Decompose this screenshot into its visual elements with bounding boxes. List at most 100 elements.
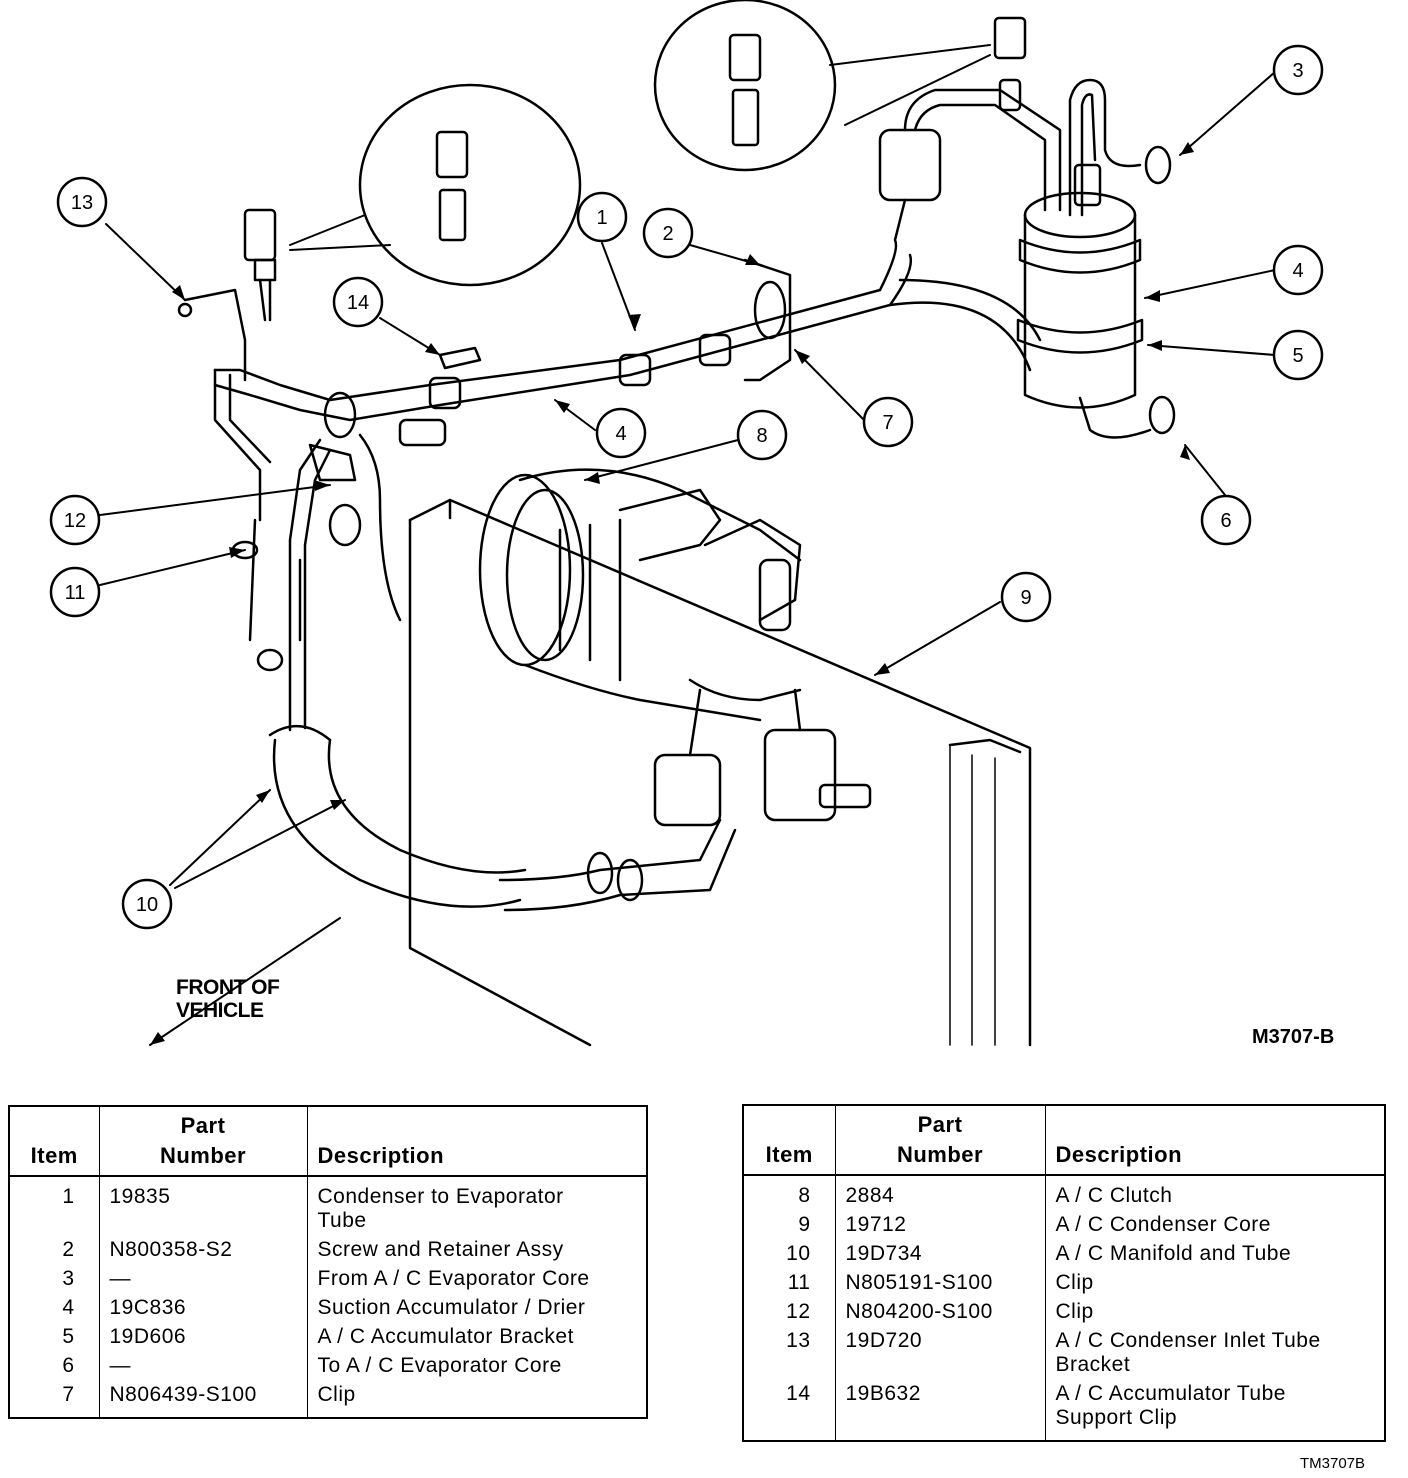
table-row: 10 19D734 A / C Manifold and Tube (743, 1240, 1385, 1269)
item-cell: 10 (743, 1240, 836, 1269)
svg-text:1: 1 (596, 207, 607, 229)
description-line-1: Condenser to Evaporator (317, 1185, 564, 1208)
svg-text:8: 8 (756, 425, 767, 447)
table-row: 3 — From A / C Evaporator Core (9, 1265, 647, 1294)
svg-text:14: 14 (347, 292, 369, 314)
description-line-2: Support Clip (1055, 1406, 1178, 1429)
part-number-cell: 19D606 (99, 1323, 308, 1352)
table-row: 2 N800358-S2 Screw and Retainer Assy (9, 1236, 647, 1265)
callouts: 1 2 3 4 5 4 6 7 8 9 10 11 12 13 14 (49, 44, 1324, 930)
callout-10: 10 (121, 878, 173, 930)
description-cell: To A / C Evaporator Core (317, 1354, 562, 1377)
front-label-line-1: FRONT OF (176, 976, 280, 999)
item-cell: 5 (9, 1323, 100, 1352)
item-cell: 13 (743, 1327, 836, 1380)
callout-2: 2 (642, 207, 694, 259)
callout-13: 13 (56, 176, 108, 228)
front-of-vehicle-label: FRONT OF VEHICLE (176, 976, 280, 1022)
tube-fittings (177, 258, 792, 622)
callout-7: 7 (862, 396, 914, 448)
svg-text:2: 2 (662, 223, 673, 245)
part-number-cell: 19D734 (835, 1240, 1046, 1269)
callout-12: 12 (49, 494, 101, 546)
item-cell: 3 (9, 1265, 100, 1294)
document-code: TM3707B (1300, 1455, 1366, 1472)
callout-4-tube: 4 (595, 407, 647, 459)
description-cell: A / C Condenser Core (1055, 1213, 1271, 1236)
part-number-cell: 19712 (835, 1211, 1046, 1240)
callout-5: 5 (1272, 329, 1324, 381)
description-line-2: Tube (317, 1209, 367, 1232)
condenser-to-evaporator-tube (213, 88, 1062, 642)
svg-text:6: 6 (1220, 510, 1231, 532)
description-cell: Clip (1055, 1271, 1094, 1294)
part-number-cell: N806439-S100 (99, 1381, 308, 1418)
part-number-cell: 19D720 (835, 1327, 1046, 1380)
part-number-cell: N800358-S2 (99, 1236, 308, 1265)
table-row: 5 19D606 A / C Accumulator Bracket (9, 1323, 647, 1352)
item-cell: 8 (743, 1175, 836, 1211)
item-cell: 1 (9, 1176, 100, 1236)
table-row: 7 N806439-S100 Clip (9, 1381, 647, 1418)
header-part: Part (180, 1113, 226, 1138)
description-cell: Suction Accumulator / Drier (317, 1296, 586, 1319)
service-valve-cap (243, 16, 1027, 322)
header-description: Description (1045, 1105, 1385, 1176)
condenser-core (408, 498, 1032, 1047)
ac-compressor-clutch (478, 468, 872, 827)
item-cell: 14 (743, 1380, 836, 1441)
part-number-cell: — (99, 1352, 308, 1381)
description-cell: Clip (317, 1383, 356, 1406)
header-item: Item (743, 1105, 836, 1176)
description-cell: A / C Manifold and Tube (1055, 1242, 1292, 1265)
header-item: Item (9, 1106, 100, 1177)
description-line-1: A / C Accumulator Tube (1055, 1382, 1286, 1405)
svg-text:7: 7 (882, 412, 893, 434)
svg-text:13: 13 (71, 192, 93, 214)
item-cell: 2 (9, 1236, 100, 1265)
svg-text:4: 4 (1292, 260, 1303, 282)
svg-text:4: 4 (615, 423, 626, 445)
detail-circle-left (358, 83, 582, 287)
front-label-line-2: VEHICLE (176, 999, 264, 1022)
description-cell: A / C Clutch (1055, 1184, 1173, 1207)
description-line-2: Bracket (1055, 1353, 1131, 1376)
table-row: 12 N804200-S100 Clip (743, 1298, 1385, 1327)
part-number-cell: N804200-S100 (835, 1298, 1046, 1327)
table-row: 4 19C836 Suction Accumulator / Drier (9, 1294, 647, 1323)
manifold-tube (256, 438, 737, 912)
header-part: Part (917, 1112, 963, 1137)
svg-text:12: 12 (64, 510, 86, 532)
svg-text:3: 3 (1292, 60, 1303, 82)
item-cell: 6 (9, 1352, 100, 1381)
header-description: Description (307, 1106, 647, 1177)
description-line-1: A / C Condenser Inlet Tube (1055, 1329, 1321, 1352)
svg-text:11: 11 (65, 582, 86, 604)
header-number: Number (159, 1143, 247, 1168)
callout-4-accumulator: 4 (1272, 244, 1324, 296)
description-cell: A / C Accumulator Bracket (317, 1325, 574, 1348)
description-cell: Screw and Retainer Assy (317, 1238, 564, 1261)
description-cell: Clip (1055, 1300, 1094, 1323)
part-number-cell: 19C836 (99, 1294, 308, 1323)
figure-code: M3707-B (1252, 1026, 1335, 1048)
svg-text:5: 5 (1292, 345, 1303, 367)
item-cell: 9 (743, 1211, 836, 1240)
part-number-cell: 2884 (835, 1175, 1046, 1211)
item-cell: 11 (743, 1269, 836, 1298)
table-row: 9 19712 A / C Condenser Core (743, 1211, 1385, 1240)
suction-accumulator-drier (998, 78, 1176, 439)
part-number-cell: N805191-S100 (835, 1269, 1046, 1298)
item-cell: 12 (743, 1298, 836, 1327)
table-row: 6 — To A / C Evaporator Core (9, 1352, 647, 1381)
detail-circle-right (653, 0, 837, 172)
